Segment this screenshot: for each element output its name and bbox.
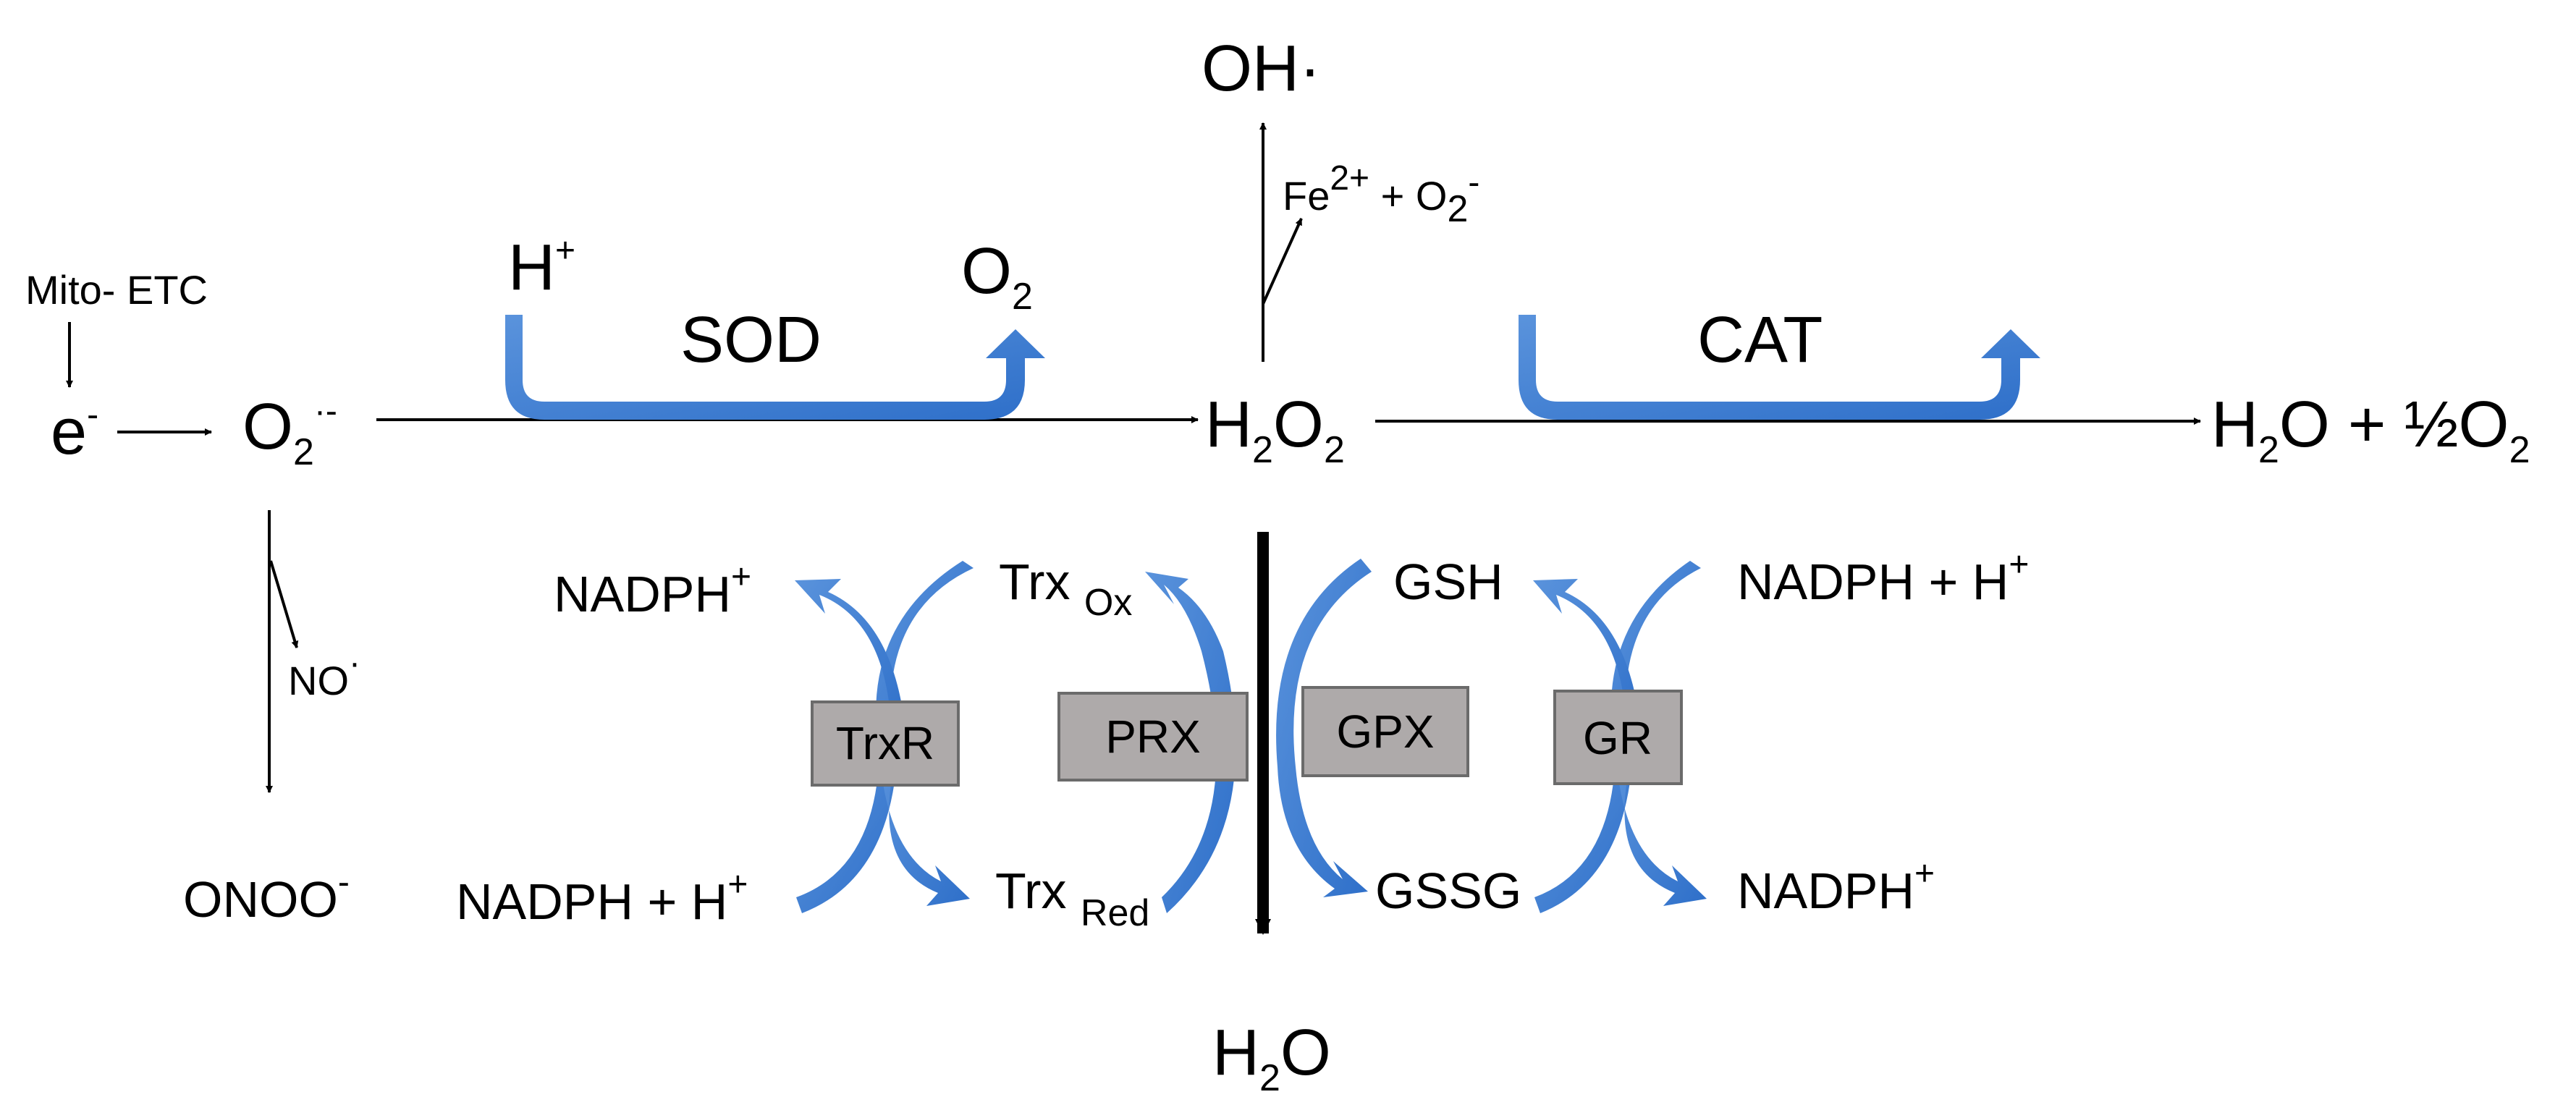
prx-curve-arrow <box>1145 572 1236 913</box>
hydroxyl-label: OH· <box>1202 33 1321 105</box>
cat-label: CAT <box>1697 304 1823 376</box>
fenton-arrow <box>1262 218 1303 305</box>
oxygen-label: O2 <box>961 235 1033 318</box>
gsh-label: GSH <box>1393 554 1503 610</box>
nitric-oxide-arrow <box>269 560 299 648</box>
superoxide-label: O2·- <box>242 391 337 473</box>
trxr-substrate-label: NADPH + H+ <box>456 865 748 930</box>
fenton-label: Fe2+ + O2- <box>1283 159 1479 230</box>
trx-red-label: Trx Red <box>995 863 1149 934</box>
cat-reaction-arrow <box>1519 315 2040 420</box>
gpx-box <box>1301 686 1469 777</box>
trxr-box <box>811 700 960 787</box>
gr-product-label: NADPH+ <box>1737 855 1935 919</box>
peroxynitrite-label: ONOO- <box>183 863 350 928</box>
trxr-label: TrxR <box>836 717 934 769</box>
electron-label: e- <box>51 396 98 468</box>
mito-etc-label: Mito- ETC <box>25 267 208 313</box>
prx-label: PRX <box>1105 711 1201 763</box>
trxr-product-label: NADPH+ <box>554 558 751 622</box>
water-half-oxygen-label: H2O + ½O2 <box>2211 389 2530 471</box>
trx-ox-label: Trx Ox <box>999 554 1132 624</box>
water-bottom-label: H2O <box>1212 1017 1331 1099</box>
gr-label: GR <box>1583 712 1652 764</box>
nitric-oxide-label: NO· <box>288 644 360 703</box>
gr-box <box>1553 690 1683 785</box>
gpx-label: GPX <box>1336 706 1434 758</box>
gr-substrate-label: NADPH + H+ <box>1737 546 2029 610</box>
h2o2-label: H2O2 <box>1205 389 1345 471</box>
sod-label: SOD <box>680 304 822 376</box>
gssg-label: GSSG <box>1375 863 1521 919</box>
sod-reaction-arrow <box>505 315 1045 420</box>
prx-box <box>1057 692 1249 782</box>
gpx-curve-arrow <box>1276 559 1372 897</box>
proton-label: H+ <box>508 232 575 304</box>
